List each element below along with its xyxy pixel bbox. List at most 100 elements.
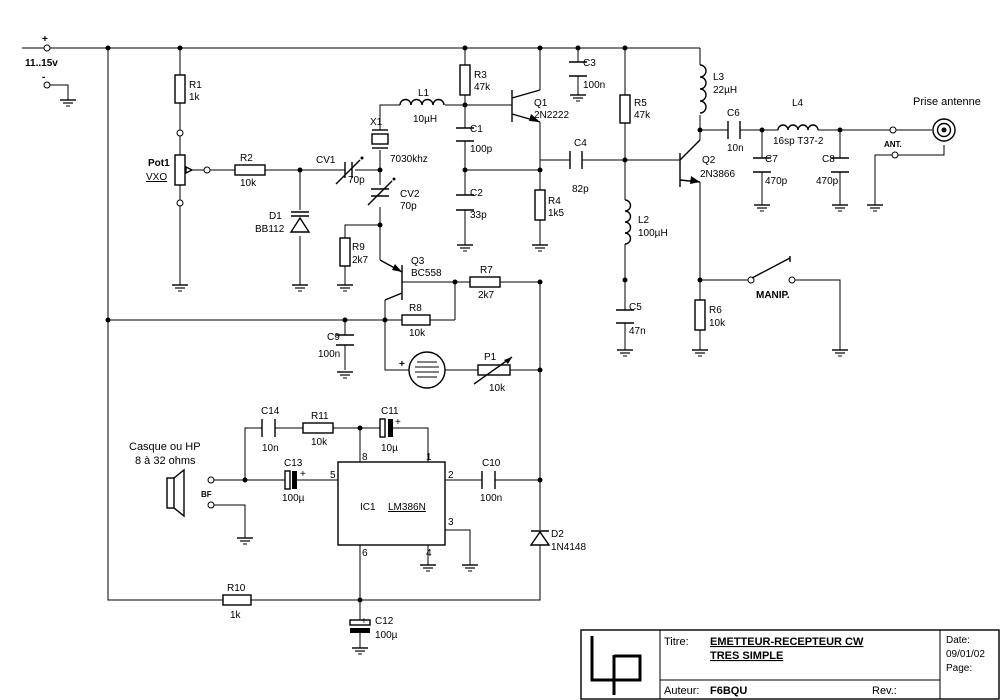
r10-resistor: R10 1k (222, 583, 252, 621)
ic1-pin1: 1 (426, 452, 432, 463)
ic1-pin6: 6 (362, 548, 368, 559)
l4-ref: L4 (792, 98, 804, 109)
p1-ref: P1 (484, 352, 497, 363)
q1-value: 2N2222 (534, 110, 569, 121)
x1-value: 7030khz (390, 154, 428, 165)
antenna-label: Prise antenne (913, 96, 981, 108)
c14-value: 10n (262, 443, 279, 454)
c6-value: 10n (727, 143, 744, 154)
titre-label: Titre: (664, 636, 689, 648)
title-line1: EMETTEUR-RECEPTEUR CW (710, 636, 864, 648)
c4-value: 82p (572, 184, 589, 195)
c6-ref: C6 (727, 108, 740, 119)
r8-ref: R8 (409, 303, 422, 314)
r3-resistor: R3 47k (459, 64, 491, 96)
r6-resistor: R6 10k (691, 299, 726, 357)
r3-value: 47k (474, 82, 491, 93)
c7-value: 470p (765, 176, 788, 187)
c8-value: 470p (816, 176, 839, 187)
l2-value: 100µH (638, 228, 668, 239)
headphone-label-2: 8 à 32 ohms (135, 455, 196, 467)
r7-resistor: R7 2k7 (469, 265, 501, 301)
r6-value: 10k (709, 318, 726, 329)
l2-ref: L2 (638, 215, 650, 226)
lp-logo (590, 636, 642, 695)
r1-value: 1k (189, 92, 201, 103)
q3-ref: Q3 (411, 256, 425, 267)
junctions (105, 45, 843, 603)
c9-value: 100n (318, 349, 340, 360)
l1-inductor: L1 10µH (399, 88, 445, 125)
l3-inductor: L3 22µH (699, 64, 737, 114)
bf-label: BF (201, 490, 212, 499)
page-label: Page: (946, 663, 972, 674)
d2-diode: D2 1N4148 (529, 529, 586, 553)
r2-value: 10k (240, 178, 257, 189)
cv1-ref: CV1 (316, 155, 336, 166)
title-block: Titre: EMETTEUR-RECEPTEUR CW TRES SIMPLE… (580, 629, 1000, 700)
cv1-variable-capacitor: CV1 70p (316, 155, 365, 186)
r7-ref: R7 (480, 265, 493, 276)
cv1-value: 70p (348, 175, 365, 186)
c11-ref: C11 (381, 406, 399, 417)
q2-value: 2N3866 (700, 169, 735, 180)
r5-value: 47k (634, 110, 651, 121)
c12-plus: + (361, 616, 367, 627)
r5-ref: R5 (634, 98, 647, 109)
r10-ref: R10 (227, 583, 246, 594)
c12-value: 100µ (375, 630, 398, 641)
cv2-value: 70p (400, 201, 417, 212)
buzzer: + (399, 351, 446, 389)
c3-capacitor: C3 100n (569, 58, 605, 102)
ic1-lm386: IC1 LM386N 8 1 5 2 3 6 4 (330, 452, 479, 572)
r3-ref: R3 (474, 70, 487, 81)
c13-value: 100µ (282, 493, 305, 504)
c13-plus: + (300, 469, 306, 480)
power-plus-label: + (42, 34, 48, 45)
pot1-potentiometer: Pot1 VXO (146, 129, 211, 292)
speaker: BF Casque ou HP 8 à 32 ohms (129, 441, 254, 545)
headphone-label-1: Casque ou HP (129, 441, 201, 453)
d1-ref: D1 (269, 211, 282, 222)
l3-ref: L3 (713, 72, 725, 83)
buzzer-plus-label: + (399, 359, 405, 370)
r4-ref: R4 (548, 196, 561, 207)
q2-ref: Q2 (702, 155, 716, 166)
c3-ref: C3 (583, 58, 596, 69)
c3-value: 100n (583, 80, 605, 91)
r10-value: 1k (230, 610, 242, 621)
r4-resistor: R4 1k5 (531, 189, 565, 252)
title-line2: TRES SIMPLE (710, 650, 783, 662)
l3-value: 22µH (713, 85, 737, 96)
power-input: + 11..15v - (25, 34, 77, 107)
ic1-pin8: 8 (362, 452, 368, 463)
r9-value: 2k7 (352, 255, 369, 266)
r9-resistor: R9 2k7 (336, 237, 369, 292)
c9-ref: C9 (327, 332, 340, 343)
r11-resistor: R11 10k (302, 411, 334, 448)
q1-ref: Q1 (534, 98, 548, 109)
r5-resistor: R5 47k (619, 94, 651, 124)
c11-plus: + (395, 417, 401, 428)
c9-capacitor: C9 100n (318, 332, 354, 379)
antenna-connector: Prise antenne ANT. (866, 96, 981, 212)
d2-value: 1N4148 (551, 542, 586, 553)
c11-value: 10µ (381, 443, 398, 454)
c1-ref: C1 (470, 124, 483, 135)
c5-capacitor: C5 47n (616, 302, 646, 357)
c5-value: 47n (629, 326, 646, 337)
r4-value: 1k5 (548, 208, 565, 219)
ic1-value: LM386N (388, 502, 426, 513)
d1-value: BB112 (255, 224, 285, 235)
c13-ref: C13 (284, 458, 303, 469)
l4-inductor: L4 16sp T37-2 (773, 98, 824, 147)
c1-value: 100p (470, 144, 493, 155)
r7-value: 2k7 (478, 290, 495, 301)
r2-resistor: R2 10k (234, 153, 266, 189)
c5-ref: C5 (629, 302, 642, 313)
c10-capacitor: C10 100n (480, 458, 502, 504)
wires (22, 47, 945, 648)
c11-capacitor: + C11 10µ (379, 406, 401, 454)
c7-capacitor: C7 470p (753, 154, 788, 212)
author: F6BQU (710, 685, 747, 697)
